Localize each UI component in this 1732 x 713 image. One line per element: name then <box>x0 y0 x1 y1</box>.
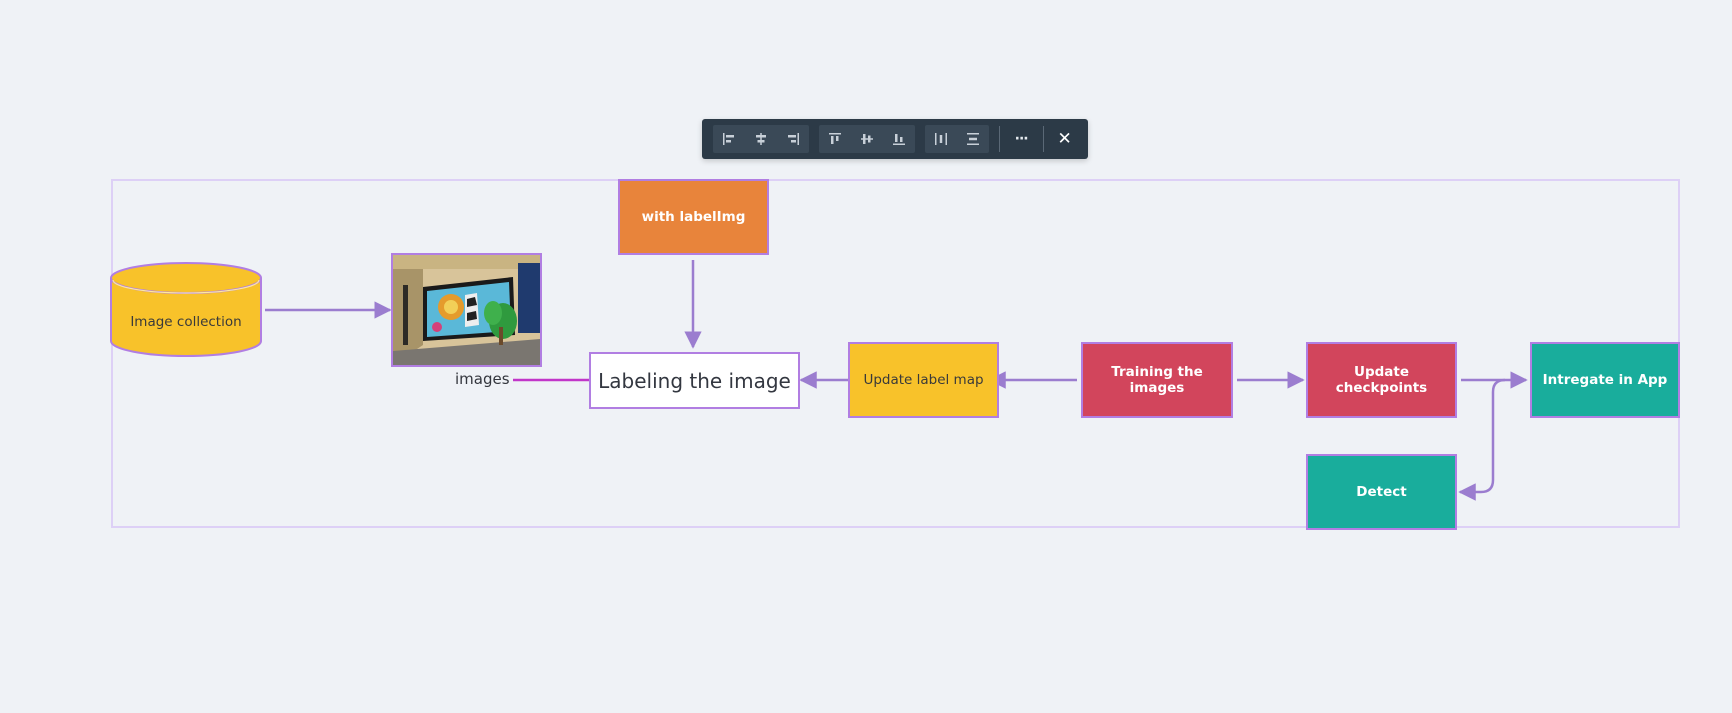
sample-photo-node[interactable] <box>391 253 542 367</box>
image-collection-label: Image collection <box>130 314 242 330</box>
labeling-the-image-label: Labeling the image <box>598 368 791 393</box>
toolbar-divider <box>1042 126 1044 152</box>
image-collection-node[interactable]: Image collection <box>110 262 262 358</box>
with-labelimg-node[interactable]: with labelImg <box>618 179 769 255</box>
training-the-images-node[interactable]: Training the images <box>1081 342 1233 418</box>
align-bottom-icon[interactable] <box>883 125 915 153</box>
distribute-group <box>925 125 989 153</box>
horizontal-align-group <box>713 125 809 153</box>
update-label-map-node[interactable]: Update label map <box>848 342 999 418</box>
align-left-icon[interactable] <box>713 125 745 153</box>
toolbar-divider <box>999 126 1000 152</box>
align-center-horizontal-icon[interactable] <box>745 125 777 153</box>
update-checkpoints-label: Update checkpoints <box>1335 364 1428 396</box>
align-middle-icon[interactable] <box>851 125 883 153</box>
more-options-icon[interactable]: ··· <box>1009 125 1034 153</box>
vertical-align-group <box>819 125 915 153</box>
close-label: ✕ <box>1057 129 1072 149</box>
distribute-horizontal-icon[interactable] <box>925 125 957 153</box>
classroom-mural-photo <box>393 255 540 365</box>
update-checkpoints-node[interactable]: Update checkpoints <box>1306 342 1457 418</box>
distribute-vertical-icon[interactable] <box>957 125 989 153</box>
detect-node[interactable]: Detect <box>1306 454 1457 530</box>
close-icon[interactable]: ✕ <box>1052 125 1077 153</box>
more-options-label: ··· <box>1014 131 1029 147</box>
align-top-icon[interactable] <box>819 125 851 153</box>
database-cylinder-icon <box>110 262 262 357</box>
integrate-in-app-node[interactable]: Intregate in App <box>1530 342 1680 418</box>
align-right-icon[interactable] <box>777 125 809 153</box>
edge-to-detect[interactable] <box>1458 378 1506 501</box>
integrate-in-app-label: Intregate in App <box>1542 372 1668 388</box>
with-labelimg-label: with labelImg <box>641 209 746 225</box>
detect-label: Detect <box>1356 484 1407 500</box>
labeling-the-image-node[interactable]: Labeling the image <box>589 352 800 409</box>
alignment-toolbar: ··· ✕ <box>702 119 1088 159</box>
update-label-map-label: Update label map <box>863 372 984 388</box>
images-edge-label: images <box>455 370 510 388</box>
training-the-images-label: Training the images <box>1111 364 1203 396</box>
